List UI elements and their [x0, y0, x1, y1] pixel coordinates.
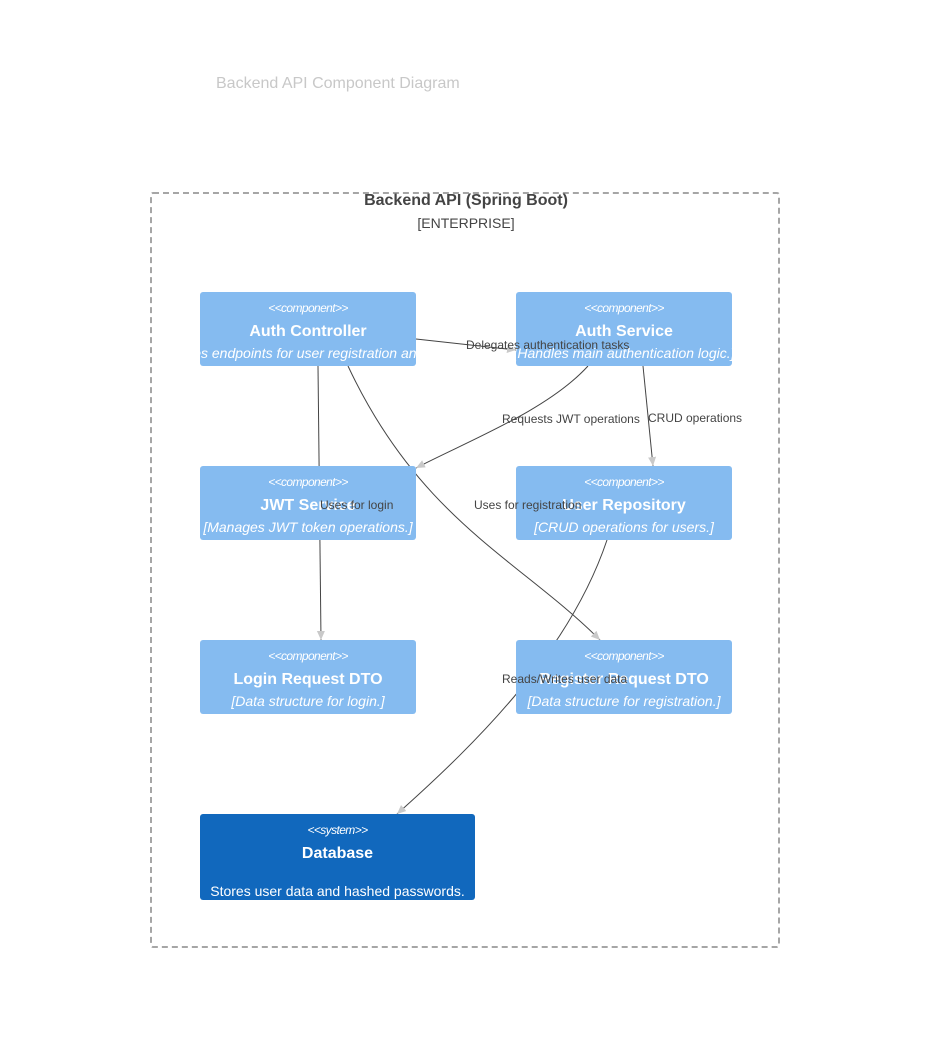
edge-uses-registration	[347, 365, 601, 641]
component-name: Auth Controller	[249, 323, 367, 340]
boundary-type: [ENTERPRISE]	[417, 215, 515, 231]
edge-delegates	[415, 338, 517, 353]
component-register-dto[interactable]: <<component>> Register Request DTO [Data…	[516, 640, 732, 714]
component-login-dto[interactable]: <<component>> Login Request DTO [Data st…	[200, 640, 416, 714]
edge-label-requests-jwt: Requests JWT operations	[502, 412, 640, 426]
system-boundary	[150, 192, 780, 948]
component-name: Register Request DTO	[539, 671, 709, 688]
edge-label-delegates: Delegates authentication tasks	[466, 338, 630, 352]
component-name: JWT Service	[260, 497, 356, 514]
component-name: User Repository	[562, 497, 686, 514]
component-user-repository[interactable]: <<component>> User Repository [CRUD oper…	[516, 466, 732, 540]
component-stereotype: <<component>>	[268, 475, 348, 489]
component-stereotype: <<component>>	[268, 301, 348, 315]
edge-label-uses-registration: Uses for registration	[474, 498, 582, 512]
component-description: [Exposes endpoints for user registration…	[200, 345, 416, 361]
edge-requests-jwt	[415, 365, 589, 469]
diagram-title: Backend API Component Diagram	[216, 75, 460, 92]
component-auth-controller[interactable]: <<component>> Auth Controller [Exposes e…	[200, 292, 416, 366]
edge-label-reads-writes: Reads/Writes user data	[502, 672, 628, 686]
component-name: Auth Service	[575, 323, 673, 340]
system-stereotype: <<system>>	[307, 823, 368, 837]
component-description: [Data structure for login.]	[231, 693, 385, 709]
boundary-title: Backend API (Spring Boot)	[364, 192, 568, 209]
component-name: Login Request DTO	[233, 671, 383, 688]
system-name: Database	[301, 845, 374, 862]
system-description: Stores user data and hashed passwords.	[210, 883, 465, 899]
edge-label-crud: CRUD operations	[648, 411, 743, 425]
component-jwt-service[interactable]: <<component>> JWT Service [Manages JWT t…	[200, 466, 416, 540]
component-auth-service[interactable]: <<component>> Auth Service [Handles main…	[516, 292, 732, 366]
component-description: [Manages JWT token operations.]	[203, 519, 413, 535]
component-stereotype: <<component>>	[268, 649, 348, 663]
component-description: [CRUD operations for users.]	[534, 519, 714, 535]
edge-crud	[642, 365, 657, 467]
edge-label-uses-login: Uses for login	[320, 498, 394, 512]
component-stereotype: <<component>>	[584, 475, 664, 489]
component-stereotype: <<component>>	[584, 301, 664, 315]
component-description: [Data structure for registration.]	[527, 693, 721, 709]
component-stereotype: <<component>>	[584, 649, 664, 663]
system-database[interactable]: <<system>> Database Stores user data and…	[200, 814, 475, 900]
component-description: [Handles main authentication logic.]	[516, 345, 732, 361]
